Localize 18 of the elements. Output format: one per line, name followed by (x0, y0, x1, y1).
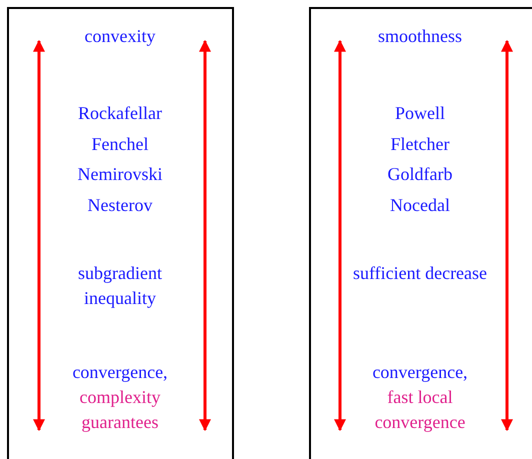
result-text: fast local convergence (374, 386, 466, 434)
result-text: convergence, (371, 361, 469, 384)
name-text: Rockafellar (77, 102, 163, 125)
property-text: subgradient inequality (77, 262, 163, 310)
property-text: sufficient decrease (352, 262, 488, 285)
name-text: Powell (394, 102, 446, 125)
heading-text: smoothness (376, 25, 463, 48)
name-text: Nocedal (389, 194, 451, 217)
heading-text: convexity (84, 25, 156, 48)
name-text: Nesterov (86, 194, 154, 217)
name-text: Goldfarb (386, 163, 454, 186)
panel (7, 7, 234, 459)
result-text: complexity guarantees (78, 386, 162, 434)
name-text: Nemirovski (76, 163, 164, 186)
panel (309, 7, 532, 459)
result-text: convergence, (71, 361, 169, 384)
name-text: Fenchel (90, 133, 150, 156)
name-text: Fletcher (390, 133, 450, 156)
